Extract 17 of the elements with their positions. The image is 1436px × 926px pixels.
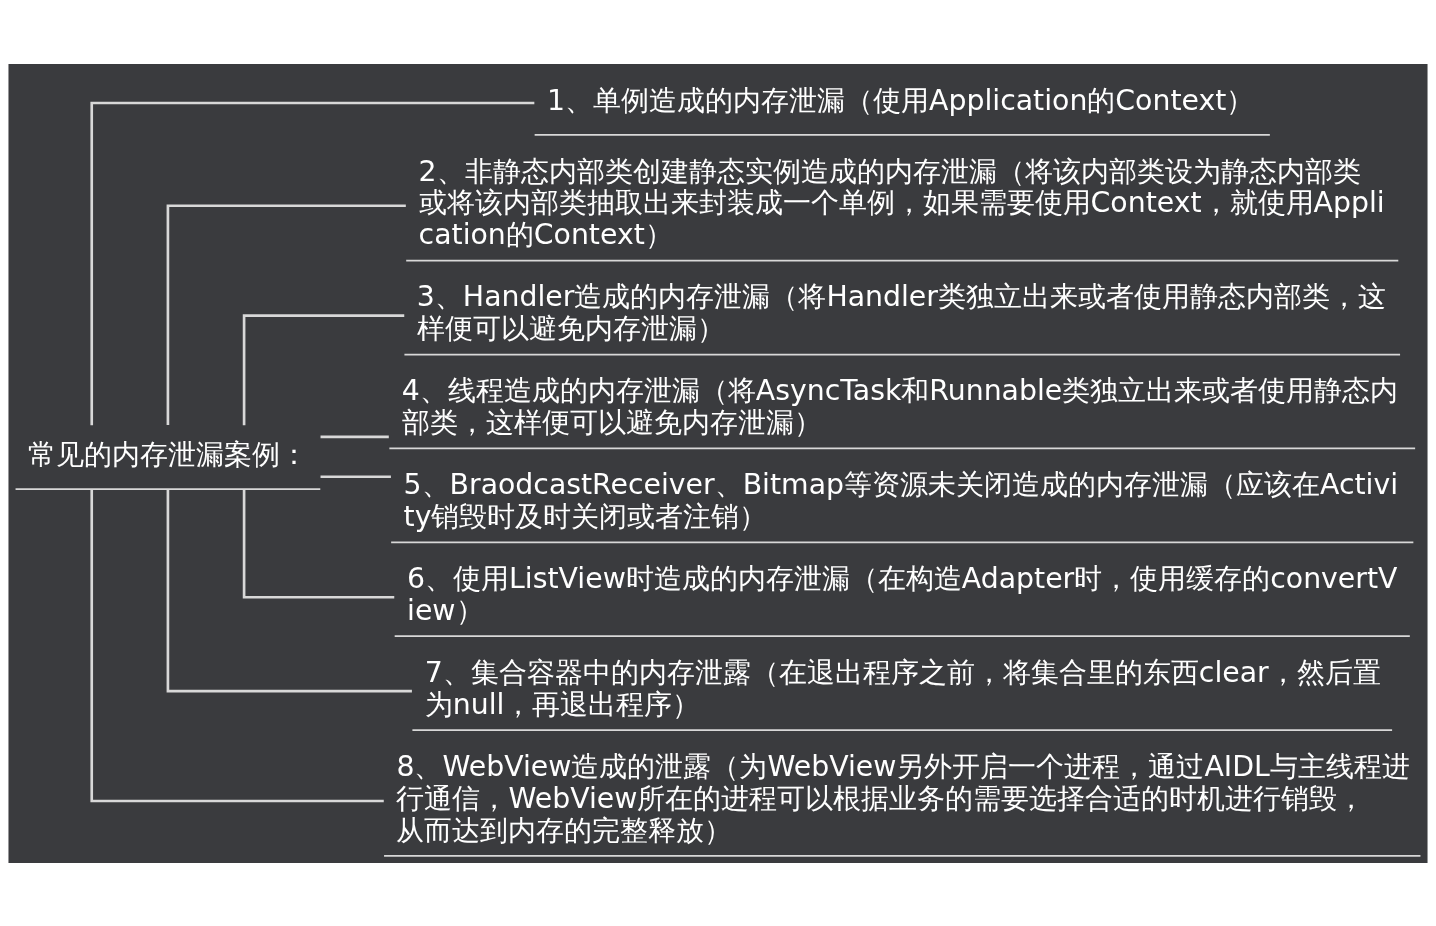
connector <box>90 489 384 802</box>
node-text: 7、集合容器中的内存泄露（在退出程序之前，将集合里的东西clear，然后置为null，再退出程序） <box>424 655 1381 721</box>
node-text: 4、线程造成的内存泄漏（将AsyncTask和Runnable类独立出来或者使用静态内部类，这样便可以避免内存泄漏） <box>401 373 1399 439</box>
connector <box>166 488 412 692</box>
node-text: 常见的内存泄漏案例： <box>27 437 308 471</box>
node-text: 3、Handler造成的内存泄漏（将Handler类独立出来或者使用静态内部类，这样便可以避免内存泄漏） <box>416 279 1386 345</box>
connector <box>242 489 395 599</box>
connector <box>90 101 535 425</box>
connector <box>242 313 405 425</box>
node-text: 5、BraodcastReceiver、Bitmap等资源未关闭造成的内存泄漏（应该在Activity销毁时及时关闭或者注销） <box>403 467 1399 533</box>
node-text: 8、WebView造成的泄露（为WebView另外开启一个进程，通过AIDL与主线程进行通信，WebView所在的进程可以根据业务的需要选择合适的时机进行销毁，从而达到内存的完整释放） <box>396 749 1410 847</box>
node-text: 6、使用ListView时造成的内存泄漏（在构造Adapter时，使用缓存的convertView） <box>407 561 1398 627</box>
connector <box>166 203 406 425</box>
connector <box>320 435 389 438</box>
node-text: 2、非静态内部类创建静态实例造成的内存泄漏（将该内部类设为静态内部类或将该内部类抽取出来封装成一个单例，如果需要使用Context，就使用Application的Context） <box>418 154 1385 251</box>
connector <box>320 474 391 478</box>
node-text: 1、单例造成的内存泄漏（使用Application的Context） <box>547 83 1255 117</box>
